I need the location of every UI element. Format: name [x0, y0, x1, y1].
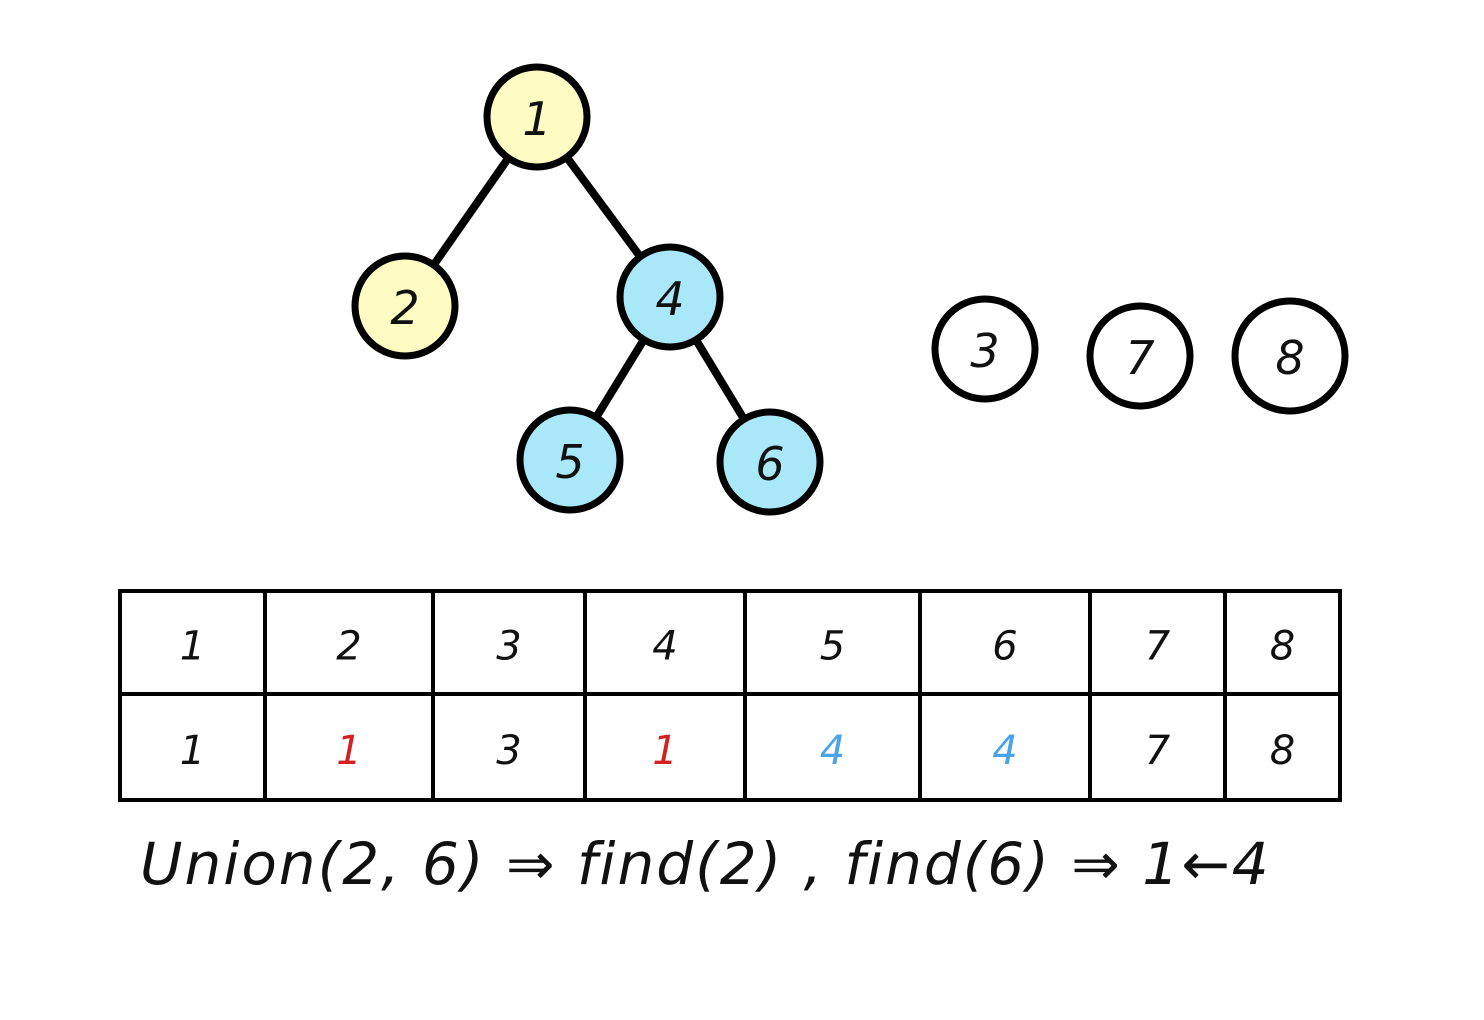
node-5: 5 — [516, 406, 624, 514]
parent-cell-3: 3 — [496, 728, 521, 774]
node-2: 2 — [351, 252, 459, 360]
node-circle-6 — [716, 408, 824, 516]
node-6: 6 — [716, 408, 824, 516]
header-cell-7: 7 — [1145, 624, 1171, 670]
parent-cell-6: 4 — [992, 728, 1017, 774]
node-8: 8 — [1231, 297, 1349, 415]
parent-cell-8: 8 — [1270, 728, 1295, 774]
node-circle-3 — [931, 295, 1039, 403]
node-1: 1 — [483, 63, 591, 171]
node-circle-8 — [1231, 297, 1349, 415]
parent-cell-4: 1 — [652, 728, 677, 774]
node-label-2: 2 — [390, 281, 419, 335]
parent-cell-2: 1 — [336, 728, 361, 774]
tree-nodes: 1 2 4 5 6 3 7 8 — [351, 63, 1349, 516]
node-4: 4 — [616, 243, 724, 351]
node-circle-4 — [616, 243, 724, 351]
node-circle-7 — [1086, 302, 1194, 410]
node-label-6: 6 — [755, 437, 784, 491]
header-cell-3: 3 — [496, 624, 521, 670]
node-circle-1 — [483, 63, 591, 171]
header-cell-4: 4 — [652, 624, 677, 670]
parent-array-table: 1 1 2 1 3 3 4 1 5 4 6 4 7 7 8 8 — [118, 589, 1342, 802]
node-circle-2 — [351, 252, 459, 360]
node-label-3: 3 — [970, 324, 999, 378]
parent-cell-5: 4 — [820, 728, 845, 774]
node-label-1: 1 — [522, 92, 551, 146]
node-label-4: 4 — [655, 272, 684, 326]
node-circle-5 — [516, 406, 624, 514]
header-cell-6: 6 — [992, 624, 1017, 670]
parent-cell-7: 7 — [1145, 728, 1171, 774]
node-label-7: 7 — [1125, 331, 1154, 385]
node-3: 3 — [931, 295, 1039, 403]
node-label-5: 5 — [555, 435, 584, 489]
union-operation-text: Union(2, 6) ⇒ find(2) , find(6) ⇒ 1←4 — [140, 830, 1271, 898]
header-cell-5: 5 — [820, 624, 845, 670]
parent-cell-1: 1 — [180, 728, 205, 774]
node-label-8: 8 — [1275, 331, 1304, 385]
header-cell-2: 2 — [336, 624, 361, 670]
node-7: 7 — [1086, 302, 1194, 410]
header-cell-1: 1 — [180, 624, 205, 670]
header-cell-8: 8 — [1270, 624, 1295, 670]
